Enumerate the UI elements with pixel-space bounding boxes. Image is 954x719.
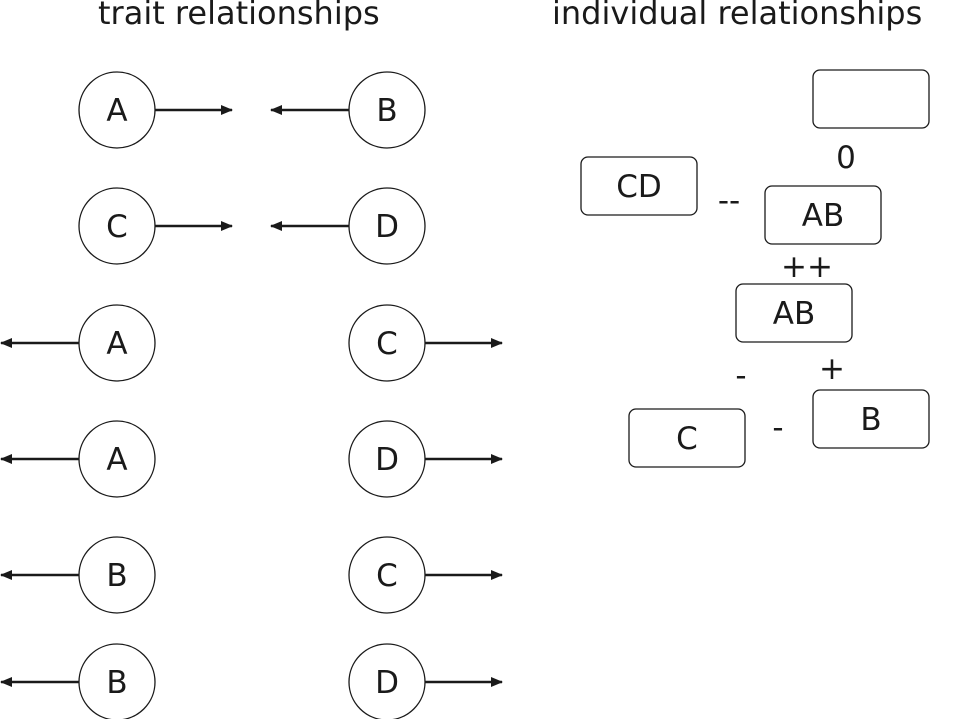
- individual-box-label: C: [676, 421, 698, 457]
- individual-relationships-title: individual relationships: [552, 0, 923, 32]
- trait-node-label: B: [376, 93, 397, 129]
- individual-box: [764, 185, 882, 245]
- trait-node-label: C: [376, 558, 398, 594]
- relationship-sign: -: [772, 410, 783, 446]
- individual-box: [580, 156, 698, 216]
- relationship-sign: 0: [836, 140, 856, 176]
- trait-node-label: C: [106, 209, 128, 245]
- trait-node-label: B: [106, 665, 127, 701]
- individual-box-label: AB: [802, 198, 844, 234]
- relationship-sign: ++: [781, 249, 833, 285]
- relationship-sign: -: [735, 358, 746, 394]
- trait-node-label: B: [106, 558, 127, 594]
- trait-node-label: A: [106, 442, 127, 478]
- relationship-sign: --: [718, 183, 740, 219]
- individual-box-label: B: [860, 402, 881, 438]
- individual-box: [628, 408, 746, 468]
- individual-box-label: CD: [616, 169, 662, 205]
- individual-box: [735, 283, 853, 343]
- trait-node-label: C: [376, 326, 398, 362]
- trait-node-label: A: [106, 93, 127, 129]
- trait-relationships-title: trait relationships: [98, 0, 380, 32]
- trait-node-label: D: [375, 442, 399, 478]
- individual-box-label: AB: [773, 296, 815, 332]
- relationship-sign: +: [819, 351, 845, 387]
- trait-node-label: D: [375, 209, 399, 245]
- individual-box: [812, 69, 930, 129]
- trait-node-label: D: [375, 665, 399, 701]
- individual-box: [812, 389, 930, 449]
- trait-node-label: A: [106, 326, 127, 362]
